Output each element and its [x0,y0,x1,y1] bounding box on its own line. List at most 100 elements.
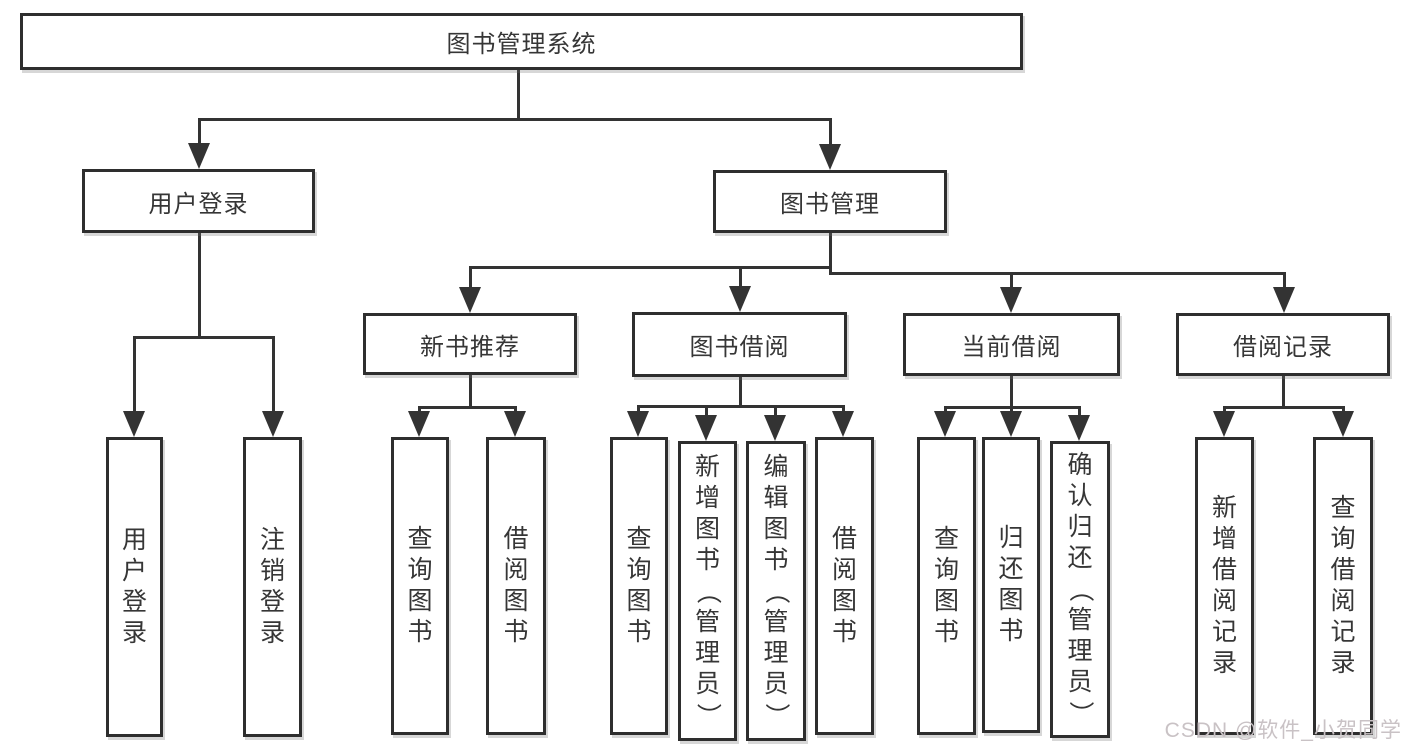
node-label-char: 辑 [763,483,789,512]
arrow-down-icon [1213,411,1235,437]
connector-arrow-shaft [272,336,275,417]
node-label-char: 员 [1067,668,1093,696]
node-label-char: 阅 [831,556,857,584]
node-label-char: 书 [407,618,433,646]
node-label: 图书管理 [780,191,880,218]
node-label-char: 确 [1067,451,1093,479]
connector-arrow-shaft [739,266,742,292]
node-leaf-rec-query-books: 查询图书 [391,437,449,735]
connector-bar-line [469,266,832,269]
node-label-char: 管 [1067,606,1093,634]
connector-drop-line [517,69,520,121]
node-label-char: 书 [763,545,789,574]
arrow-down-icon [764,415,786,441]
node-leaf-rec-borrow-books: 借阅图书 [486,437,546,735]
node-label-char: 书 [831,618,857,646]
node-label-char: 登 [121,588,147,616]
node-label-char: 注 [259,526,285,554]
node-label-char: 图 [626,587,652,615]
node-label-char: 增 [1211,525,1237,553]
arrow-down-icon [627,411,649,437]
arrow-down-icon [1273,287,1295,313]
node-label-char: 员 [694,669,720,698]
node-leaf-bb-edit-books: 编辑图书 （ 管理员 ） [746,441,806,741]
node-label-char: ） [1066,700,1095,726]
node-leaf-bb-borrow-books: 借阅图书 [815,437,874,735]
node-label-char: 认 [1067,482,1093,510]
node-label-char: 图 [503,587,529,615]
connector-bar-line [198,118,832,121]
node-label-char: 用 [121,526,147,554]
node-label-char: 查 [407,525,433,553]
node-label-char: ） [694,702,722,728]
node-label-char: 询 [1330,525,1356,553]
node-label-char: 查 [933,525,959,553]
node-label-char: 录 [259,619,285,647]
node-label-char: 新 [1211,494,1237,522]
connector-drop-line [198,233,201,339]
arrow-down-icon [262,411,284,437]
node-label-char: 记 [1330,618,1356,646]
connector-drop-line [739,377,742,408]
node-label-char: 管 [694,607,720,636]
node-label-char: 询 [407,556,433,584]
arrow-down-icon [459,287,481,313]
node-label-char: 归 [998,524,1024,552]
node-leaf-cb-query-books: 查询图书 [917,437,976,735]
arrow-down-icon [832,411,854,437]
node-leaf-br-query-record: 查询借阅记录 [1313,437,1373,735]
connector-bar-line [133,336,275,339]
connector-arrow-shaft [705,405,708,421]
node-label-char: 借 [1211,556,1237,584]
node-label-char: 书 [694,545,720,574]
node-label-char: ） [762,702,791,728]
node-label-char: 理 [763,638,789,667]
connector-bar-line [418,406,517,409]
node-library-management-system: 图书管理系统 [20,13,1023,70]
node-label-char: （ [694,578,722,604]
node-leaf-cb-confirm-return: 确认归还（管理员） [1050,441,1110,738]
arrow-down-icon [408,411,430,437]
arrow-down-icon [934,411,956,437]
node-label-char: 管 [763,607,789,636]
node-label-char: （ [1066,576,1095,602]
node-label-char: 图 [407,587,433,615]
node-label-char: 编 [763,452,789,481]
node-leaf-cb-return-books: 归还图书 [982,437,1040,733]
node-label-char: 书 [503,618,529,646]
node-label-char: 员 [763,669,789,698]
connector-arrow-shaft [1010,272,1013,293]
node-label-char: 书 [998,617,1024,645]
node-label-char: 记 [1211,618,1237,646]
node-label-char: 图 [831,587,857,615]
node-label: 用户登录 [148,190,249,218]
node-label-char: 阅 [503,556,529,584]
node-label-char: 书 [626,618,652,646]
node-book-borrowing: 图书借阅 [632,312,847,377]
connector-drop-line [1282,376,1285,409]
arrow-down-icon [695,415,717,441]
connector-drop-line [1010,376,1013,409]
connector-arrow-shaft [1283,272,1286,293]
connector-bar-line [829,272,1286,275]
connector-arrow-shaft [198,118,201,149]
arrow-down-icon [1000,287,1022,313]
node-label-char: （ [762,578,791,604]
node-user-login: 用户登录 [82,169,315,233]
connector-arrow-shaft [829,118,832,150]
node-leaf-br-add-record: 新增借阅记录 [1195,437,1254,735]
node-label-char: 理 [1067,637,1093,665]
node-label-char: 归 [1067,513,1093,541]
node-label-char: 理 [694,638,720,667]
node-current-borrowing: 当前借阅 [903,313,1120,376]
node-label-char: 录 [121,619,147,647]
node-label-char: 图 [763,514,789,543]
connector-arrow-shaft [133,336,136,417]
node-leaf-bb-query-books: 查询图书 [610,437,668,735]
node-label-char: 新 [694,452,720,481]
node-label: 新书推荐 [420,333,520,361]
node-label-char: 还 [998,555,1024,583]
csdn-watermark: CSDN @软件_小贺同学 [1164,719,1402,742]
node-label-char: 录 [1211,649,1237,677]
